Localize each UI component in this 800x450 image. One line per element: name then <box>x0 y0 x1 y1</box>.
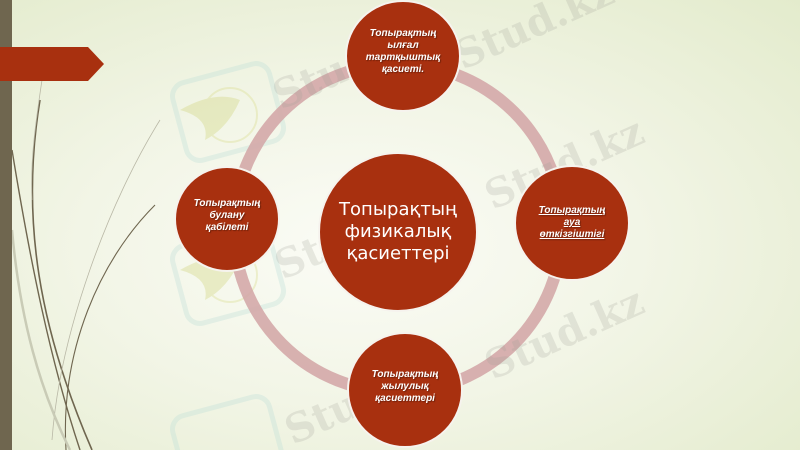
node-left: Топырақтың булану қабілеті <box>174 166 280 272</box>
left-accent-bar <box>0 0 12 450</box>
node-bottom-label: Топырақтың жылулық қасиеттері <box>371 369 439 404</box>
node-top-label: Топырақтың ылғал тартқыштық қасиеті. <box>365 28 441 75</box>
arrow-banner <box>0 47 104 81</box>
node-left-label: Топырақтың булану қабілеті <box>193 198 261 233</box>
node-bottom: Топырақтың жылулық қасиеттері <box>347 332 463 448</box>
node-top: Топырақтың ылғал тартқыштық қасиеті. <box>345 0 461 112</box>
center-node-label: Топырақтың физикалық қасиеттері <box>339 199 457 264</box>
node-right: Топырақтың ауа өткізгіштігі <box>514 165 630 281</box>
node-right-label: Топырақтың ауа өткізгіштігі <box>538 205 606 240</box>
center-node: Топырақтың физикалық қасиеттері <box>318 152 478 312</box>
